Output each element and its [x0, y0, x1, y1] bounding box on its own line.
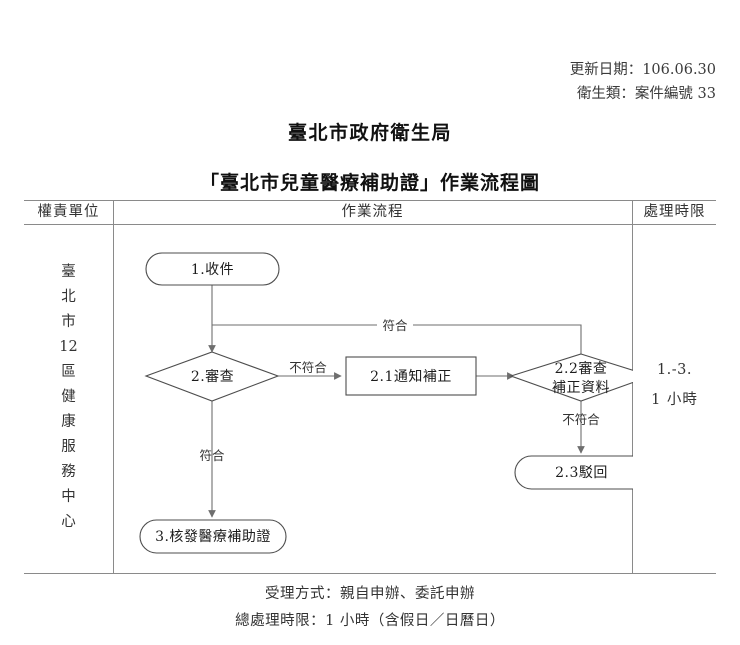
unit-char: 務 [61, 464, 76, 480]
document-meta: 更新日期：106.06.30 衛生類：案件編號 33 [570, 58, 716, 106]
header-process-flow: 作業流程 [341, 204, 404, 220]
header-separator [24, 224, 716, 225]
footer-application-method: 受理方式：親自申辦、委託申辦 [265, 586, 475, 602]
edge-label-no-match-right: 不符合 [289, 360, 327, 375]
node-review-correction: 2.2審查 補正資料 [509, 353, 633, 402]
unit-char: 心 [61, 514, 76, 530]
node-notify-correction: 2.1通知補正 [345, 356, 477, 396]
header-responsible-unit: 權責單位 [37, 204, 100, 220]
header-time-limit: 處理時限 [643, 204, 706, 220]
time-limit-cell: 1.-3. 1 小時 [633, 355, 716, 415]
column-divider-left [113, 200, 114, 573]
unit-char: 區 [61, 364, 76, 380]
responsible-unit-text: 臺 北 市 12 區 健 康 服 務 中 心 [24, 260, 113, 535]
edge-label-match-return: 符合 [377, 316, 413, 333]
update-date: 更新日期：106.06.30 [569, 62, 716, 78]
unit-char: 市 [61, 314, 76, 330]
unit-char: 健 [61, 389, 76, 405]
node-reject-label: 2.3駁回 [555, 465, 608, 481]
table-top-border [24, 200, 716, 201]
footer-total-time-limit: 總處理時限：1 小時（含假日／日曆日） [235, 613, 505, 629]
process-flow-diagram: 1.收件 2.審查 2.1通知補正 2.2審查 補正資料 2.3駁回 [114, 224, 633, 573]
edge-label-no-match-down: 不符合 [562, 412, 600, 427]
unit-char: 臺 [61, 264, 76, 280]
node-review-label: 2.審查 [191, 369, 234, 385]
column-divider-right [632, 200, 633, 573]
node-review: 2.審查 [144, 351, 280, 402]
node-notify-correction-label: 2.1通知補正 [370, 368, 452, 385]
flowchart-table: 權責單位 作業流程 處理時限 臺 北 市 12 區 健 康 服 務 中 心 1.… [24, 200, 716, 574]
connector-return-match [212, 324, 582, 354]
node-issue-certificate-label: 3.核發醫療補助證 [155, 528, 271, 545]
node-reject: 2.3駁回 [514, 455, 633, 490]
page-title: 「臺北市兒童醫療補助證」作業流程圖 [199, 172, 540, 194]
unit-char: 中 [61, 489, 76, 505]
time-limit-steps: 1.-3. [656, 362, 693, 378]
node-receive-label: 1.收件 [191, 262, 234, 278]
case-category: 衛生類：案件編號 33 [576, 86, 716, 102]
node-review-correction-label-line1: 2.2審查 [555, 361, 608, 377]
unit-char: 12 [59, 339, 78, 355]
node-receive: 1.收件 [145, 252, 280, 286]
unit-char: 服 [61, 439, 76, 455]
time-limit-duration: 1 小時 [651, 392, 698, 408]
node-issue-certificate: 3.核發醫療補助證 [139, 519, 287, 554]
edge-label-match-down: 符合 [199, 448, 225, 463]
organization-title: 臺北市政府衛生局 [287, 122, 452, 144]
unit-char: 北 [61, 289, 76, 305]
svg-text:符合: 符合 [382, 318, 408, 333]
node-review-correction-label-line2: 補正資料 [552, 380, 610, 396]
table-bottom-border [24, 573, 716, 574]
footer-notes: 受理方式：親自申辦、委託申辦 總處理時限：1 小時（含假日／日曆日） [0, 581, 740, 635]
unit-char: 康 [61, 414, 76, 430]
